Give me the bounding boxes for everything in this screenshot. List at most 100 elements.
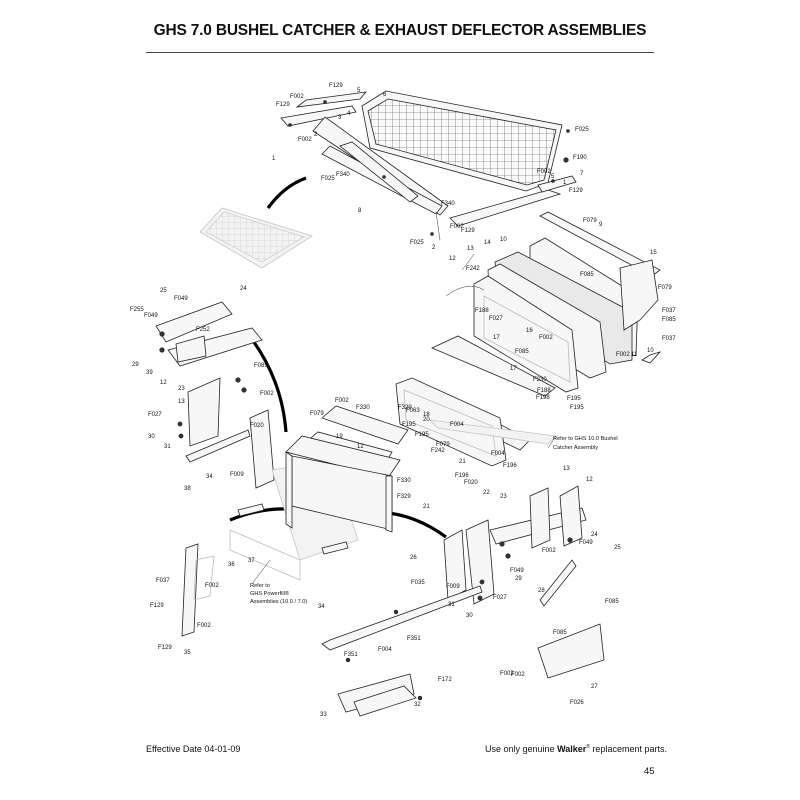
callout-label: 17: [510, 366, 517, 372]
part-17-bar: [431, 335, 556, 397]
lower-right-assembly: [443, 485, 605, 679]
callout-label: F198: [536, 395, 550, 401]
callout-label: 23: [178, 386, 185, 392]
callout-label: 23: [500, 494, 507, 500]
callout-label: 25: [160, 288, 167, 294]
screen-lid-assembly: [280, 90, 577, 236]
callout-label: F330: [356, 405, 370, 411]
callout-label: 24: [591, 532, 598, 538]
callout-label: F085: [254, 363, 268, 369]
callout-label: F255: [130, 307, 144, 313]
callout-label: F129: [150, 603, 164, 609]
ghost-screen: [199, 207, 313, 269]
callout-label: 35: [184, 650, 191, 656]
callout-label: 34: [318, 604, 325, 610]
callout-label: 1: [563, 180, 567, 186]
hardware-dot: [430, 232, 434, 236]
deflector-assembly: [431, 211, 662, 397]
footer-reg: ®: [586, 744, 590, 750]
callout-label: 37: [248, 558, 255, 564]
callout-label: 33: [320, 712, 327, 718]
callout-label: 11: [631, 352, 638, 358]
lower-left-assembly: [181, 543, 483, 717]
callout-label: F002: [197, 623, 211, 629]
hardware-dot: [563, 157, 569, 163]
page-number: 45: [644, 766, 655, 777]
callout-label: F026: [570, 700, 584, 706]
callout-label: F035: [411, 580, 425, 586]
callout-label: 8: [358, 208, 362, 214]
callout-label: 22: [483, 490, 490, 496]
callout-label: F002: [539, 335, 553, 341]
part-22-plate: [443, 529, 467, 601]
callout-label: 31: [448, 602, 455, 608]
callout-label: F049: [174, 296, 188, 302]
callout-label: F027: [148, 412, 162, 418]
callout-labels: F129F002F12956432F0021F025F1907F00251F12…: [130, 83, 676, 718]
callout-label: 30: [148, 434, 155, 440]
part-34-long-bar: [321, 585, 483, 651]
callout-label: F020: [464, 480, 478, 486]
callout-label: F188: [537, 388, 551, 394]
part-36-strip: [181, 543, 199, 637]
callout-label: F037: [662, 336, 676, 342]
callout-label: F195: [567, 396, 581, 402]
footer-disclaimer: Use only genuine Walker® replacement par…: [485, 744, 667, 754]
hardware-dot: [288, 123, 292, 127]
part-27-bracket: [537, 623, 605, 679]
callout-label: F329: [398, 405, 412, 411]
callout-label: F002: [500, 671, 514, 677]
hopper-frame: [229, 435, 401, 581]
part-34-bar: [185, 429, 251, 463]
callout-label: F002: [511, 672, 525, 678]
hopper-post-left: [285, 451, 293, 529]
callout-label: F230: [533, 377, 547, 383]
callout-label: F037: [662, 308, 676, 314]
callout-label: 21: [423, 504, 430, 510]
callout-label: 34: [206, 474, 213, 480]
lid-rail-top-left: [295, 91, 367, 108]
callout-label: F196: [503, 463, 517, 469]
callout-label: F002: [205, 583, 219, 589]
callout-label: 25: [614, 545, 621, 551]
part-32-plate: [353, 685, 417, 717]
callout-label: F340: [336, 172, 350, 178]
part-39-plate: [175, 335, 207, 363]
callout-label: F085: [515, 349, 529, 355]
callout-label: 12: [586, 477, 593, 483]
callout-label: F252: [196, 327, 210, 333]
note-ghs10-line1: Refer to GHS 10.0 Bushel: [553, 436, 618, 442]
callout-label: F002: [260, 391, 274, 397]
callout-label: 3: [338, 115, 342, 121]
callout-label: 10: [647, 348, 654, 354]
callout-label: 14: [484, 240, 491, 246]
callout-label: F079: [583, 218, 597, 224]
lid-rail-bottom-right: [449, 189, 562, 227]
part-13-plate: [187, 377, 221, 447]
part-23-plate: [465, 519, 495, 605]
hardware-dot: [551, 179, 555, 183]
callout-label: 2: [314, 132, 318, 138]
callout-label: F195: [402, 422, 416, 428]
callout-label: 9: [599, 222, 603, 228]
callout-label: F190: [573, 155, 587, 161]
part-38-plate: [249, 409, 275, 489]
callout-label: 18: [423, 412, 430, 418]
callout-label: 26: [410, 555, 417, 561]
callout-label: F129: [461, 228, 475, 234]
callout-label: 15: [650, 250, 657, 256]
callout-label: 13: [178, 399, 185, 405]
callout-label: F079: [436, 442, 450, 448]
callout-label: F049: [510, 568, 524, 574]
callout-label: 7: [580, 171, 584, 177]
callout-label: F079: [310, 411, 324, 417]
note-powerfill-line3: Assemblies (10.0 / 7.0): [250, 599, 307, 605]
callout-label: 16: [526, 328, 533, 334]
lid-bar-inner: [339, 141, 419, 203]
hopper-post-right: [385, 475, 393, 533]
title-rule: [146, 52, 654, 53]
callout-label: 38: [184, 486, 191, 492]
callout-label: 39: [146, 370, 153, 376]
lid-rail-right: [537, 175, 577, 193]
note-ghs10-line2: Catcher Assembly: [553, 445, 598, 451]
